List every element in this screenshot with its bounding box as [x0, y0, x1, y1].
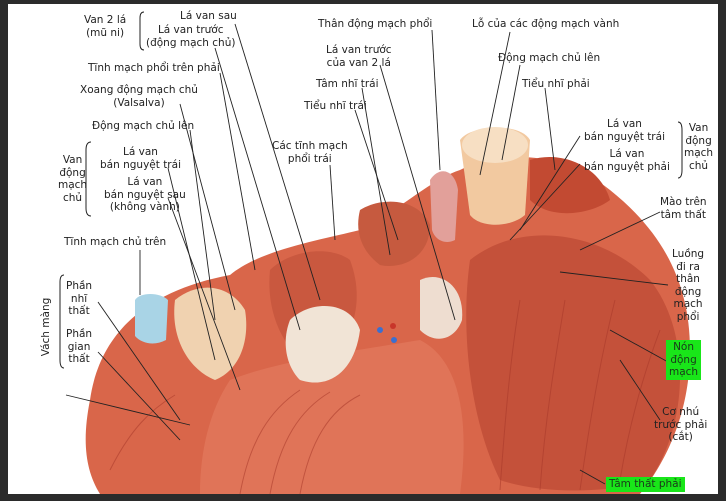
label-conus-arteriosus: Nón động mạch: [666, 340, 702, 380]
label-aortic-valve-left: Van động mạch chủ: [58, 154, 88, 204]
superior-vena-cava: [135, 294, 168, 344]
label-pulmonary-outflow: Luồng đi ra thân động mạch phổi: [672, 248, 705, 323]
right-ventricle-cavity: [466, 235, 680, 491]
label-superior-vena-cava: Tĩnh mạch chủ trên: [64, 236, 167, 248]
leader-lines: [65, 23, 669, 485]
muscle-striations: [109, 299, 661, 495]
left-auricle: [358, 201, 430, 266]
label-ascending-aorta-top: Động mạch chủ lên: [498, 52, 601, 64]
label-aortic-valve-right: Van động mạch chủ: [684, 122, 714, 172]
label-ascending-aorta-left: Động mạch chủ lên: [92, 120, 195, 132]
label-right-auricle: Tiểu nhĩ phải: [522, 78, 590, 90]
label-right-semilunar-cusp: Lá van bán nguyệt phải: [584, 148, 670, 173]
label-atrioventricular-part: Phần nhĩ thất: [66, 280, 93, 317]
ascending-aorta: [430, 171, 458, 242]
label-left-auricle: Tiểu nhĩ trái: [304, 100, 367, 112]
label-membranous-septum: Vách màng: [40, 297, 52, 357]
label-anterior-aortic-leaflet: Lá van trước (động mạch chủ): [146, 24, 236, 49]
label-posterior-semilunar-cusp: Lá van bán nguyệt sau (không vành): [104, 176, 186, 213]
label-anterior-papillary-muscle: Cơ nhú trước phải (cắt): [654, 406, 708, 443]
label-anterior-mitral-leaflet: Lá van trước của van 2 lá: [326, 44, 392, 69]
aortic-valve-cusps: [174, 287, 247, 380]
label-brackets: [59, 11, 683, 369]
mitral-valve: [285, 306, 360, 383]
label-posterior-leaflet: Lá van sau: [180, 10, 237, 22]
right-auricle: [530, 156, 610, 214]
label-right-ventricle: Tâm thất phải: [606, 477, 685, 492]
label-left-semilunar-cusp-left: Lá van bán nguyệt trái: [100, 146, 181, 171]
label-mitral-valve: Van 2 lá (mũ ni): [84, 14, 127, 39]
label-pulmonary-trunk: Thân động mạch phổi: [318, 18, 433, 30]
label-coronary-ostia: Lỗ của các động mạch vành: [472, 18, 620, 30]
label-left-atrium: Tâm nhĩ trái: [316, 78, 379, 90]
label-left-pulmonary-veins: Các tĩnh mạch phổi trái: [272, 140, 348, 165]
label-right-superior-pulmonary-vein: Tĩnh mạch phổi trên phải: [88, 62, 220, 74]
label-supraventricular-crest: Mào trên tâm thất: [660, 196, 707, 221]
tricuspid-valve: [420, 276, 463, 339]
label-interventricular-part: Phần gian thất: [66, 328, 93, 365]
label-aortic-sinus: Xoang động mạch chủ (Valsalva): [80, 84, 198, 109]
label-left-semilunar-cusp-right: Lá van bán nguyệt trái: [584, 118, 665, 143]
